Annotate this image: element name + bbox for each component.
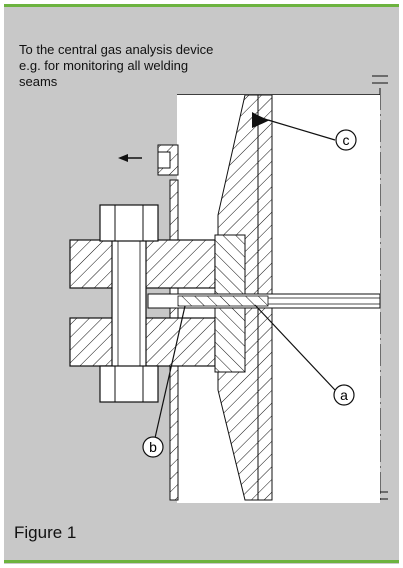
gasket — [177, 295, 269, 307]
bolt-shank — [111, 229, 147, 381]
callout-b-marker — [142, 436, 164, 458]
callout-a-marker — [333, 384, 355, 406]
figure-label: Figure 1 — [14, 523, 77, 542]
upper-nut — [99, 204, 159, 242]
weld-seam — [252, 112, 270, 128]
callout-b-leader — [154, 305, 186, 439]
top-accent-rule — [4, 4, 399, 7]
bottom-accent-rule — [4, 560, 399, 563]
gas-analysis-note: To the central gas analysis device e.g. … — [19, 42, 214, 89]
callout-a-label: a — [340, 387, 348, 403]
callout-c-label: c — [343, 132, 350, 148]
callout-a-leader — [254, 304, 336, 391]
callout-c-marker — [335, 129, 357, 151]
lower-nut — [99, 365, 159, 403]
callout-b-label: b — [149, 439, 157, 455]
callout-c-leader — [267, 119, 336, 141]
